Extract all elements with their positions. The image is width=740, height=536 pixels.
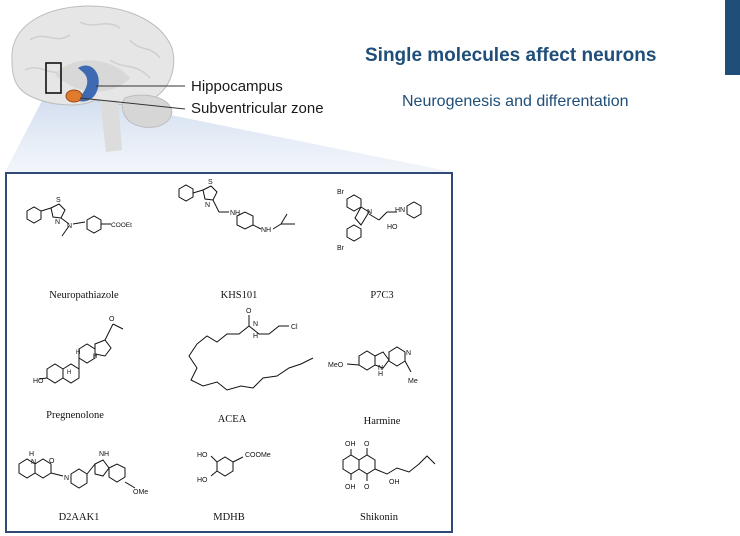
slide-title: Single molecules affect neurons — [365, 45, 657, 66]
structure-mdhb: COOMe HO HO — [197, 452, 271, 484]
atom-oh: OH — [345, 441, 356, 448]
brain-illustration — [5, 5, 453, 172]
structure-khs101: S N NH NH — [178, 179, 295, 234]
atom-meo: MeO — [328, 362, 344, 369]
atom-ho: HO — [197, 452, 208, 459]
atom-coome: COOMe — [245, 452, 271, 459]
atom-n: N — [55, 219, 60, 226]
atom-br: Br — [337, 189, 345, 196]
label-khs101: KHS101 — [220, 290, 258, 301]
atom-h: H — [93, 354, 97, 360]
selection-box — [45, 62, 62, 94]
hippocampus-label: Hippocampus — [191, 78, 283, 95]
atom-o: O — [49, 458, 55, 465]
molecule-structures: S N N COOEt S N NH NH — [18, 179, 436, 496]
label-acea: ACEA — [217, 414, 247, 425]
svz-shape — [65, 89, 83, 103]
structure-harmine: MeO H N N Me — [328, 346, 418, 385]
label-harmine: Harmine — [363, 416, 401, 427]
atom-me: Me — [408, 378, 418, 385]
structure-shikonin: OH OH O O OH — [342, 441, 436, 491]
atom-h: H — [378, 371, 383, 378]
label-p7c3: P7C3 — [370, 290, 394, 301]
atom-nh: NH — [261, 227, 271, 234]
label-d2aak1: D2AAK1 — [58, 512, 100, 523]
atom-ho: HO — [197, 477, 208, 484]
atom-s: S — [208, 179, 213, 186]
label-pregnenolone: Pregnenolone — [46, 410, 104, 421]
atom-oh: OH — [389, 479, 400, 486]
atom-h: H — [67, 370, 71, 376]
atom-o: O — [364, 441, 370, 448]
atom-n: N — [406, 350, 411, 357]
structure-acea: O H N Cl — [188, 308, 314, 391]
atom-n: N — [253, 321, 258, 328]
atom-hn: HN — [395, 207, 405, 214]
atom-br: Br — [337, 245, 345, 252]
atom-s: S — [56, 197, 61, 204]
atom-n: N — [31, 459, 36, 466]
structure-p7c3: Br Br N HO HN — [337, 189, 422, 252]
atom-ho: HO — [33, 378, 44, 385]
atom-oh: OH — [345, 484, 356, 491]
atom-n: N — [378, 365, 383, 372]
atom-n: N — [67, 223, 72, 230]
atom-cl: Cl — [291, 324, 298, 331]
atom-o: O — [109, 316, 115, 323]
structure-neuropathiazole: S N N COOEt — [26, 197, 132, 237]
atom-n: N — [367, 209, 372, 216]
label-shikonin: Shikonin — [360, 512, 398, 523]
atom-n: N — [64, 475, 69, 482]
atom-nh: NH — [230, 210, 240, 217]
structure-d2aak1: H N O N NH OMe — [18, 451, 148, 496]
atom-o: O — [364, 484, 370, 491]
accent-bar — [725, 0, 740, 75]
slide-subtitle: Neurogenesis and differentation — [402, 93, 629, 110]
molecule-panel: S N N COOEt S N NH NH — [5, 172, 453, 533]
atom-h: H — [29, 451, 34, 458]
label-neuropathiazole: Neuropathiazole — [49, 290, 119, 301]
atom-o: O — [246, 308, 252, 315]
svz-label: Subventricular zone — [191, 100, 324, 117]
atom-n: N — [205, 202, 210, 209]
atom-nh: NH — [99, 451, 109, 458]
atom-ho: HO — [387, 224, 398, 231]
brainstem — [100, 100, 122, 152]
hippocampus-shape — [76, 65, 99, 102]
label-mdhb: MDHB — [213, 512, 245, 523]
atom-cooet: COOEt — [111, 222, 132, 229]
atom-ome: OMe — [133, 489, 148, 496]
atom-h: H — [253, 333, 258, 340]
cerebrum — [11, 5, 175, 106]
structure-pregnenolone: O HO H H H — [33, 316, 124, 385]
atom-h: H — [76, 350, 80, 356]
